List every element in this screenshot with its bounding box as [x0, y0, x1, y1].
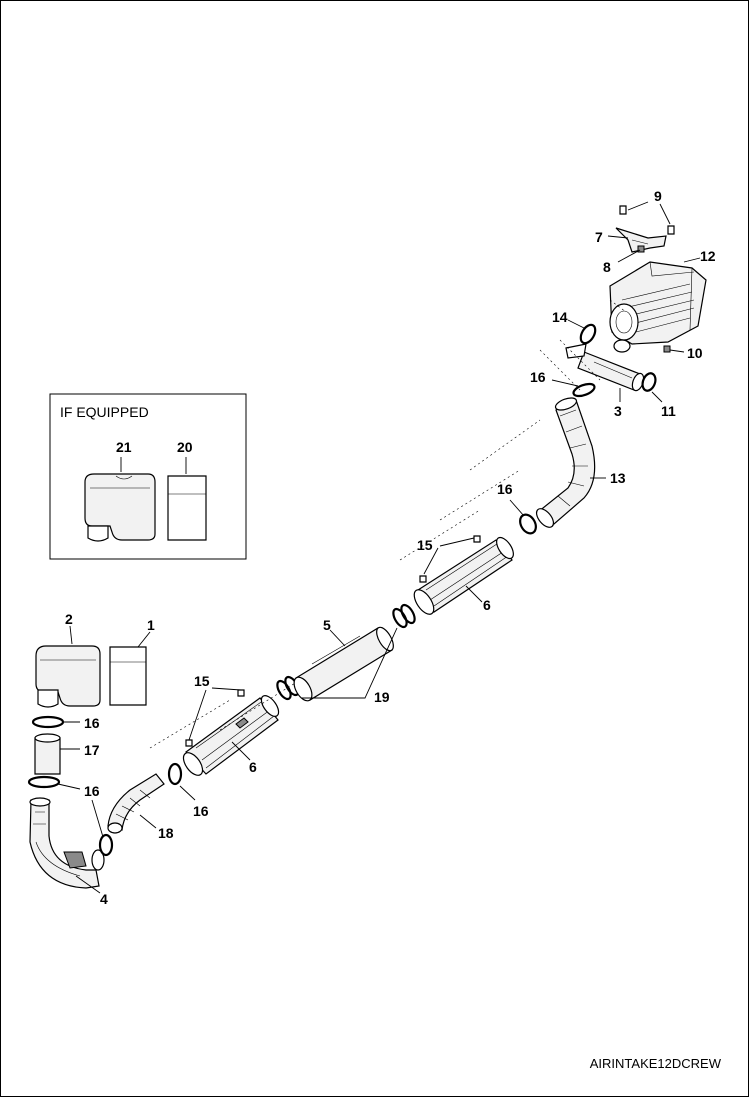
callout-15-a: 15 [194, 673, 210, 689]
part-2-air-cleaner-cover [35, 645, 101, 708]
nut-10 [663, 345, 671, 353]
screws-15-lower [185, 689, 245, 747]
callout-2: 2 [65, 611, 73, 627]
part-17-coupler [34, 733, 61, 775]
screws-15-upper [419, 535, 481, 583]
clamp-16-lower-left [27, 775, 61, 789]
callout-3: 3 [614, 403, 622, 419]
callout-18: 18 [158, 825, 174, 841]
part-3-outlet-tube [577, 351, 645, 392]
callout-16-c: 16 [193, 803, 209, 819]
callout-6-b: 6 [483, 597, 491, 613]
callout-12: 12 [700, 248, 716, 264]
clamp-11 [641, 372, 657, 392]
callout-13: 13 [610, 470, 626, 486]
clamp-19-upper [392, 603, 416, 629]
part-5-intake-tube [293, 626, 394, 702]
screws-9 [619, 205, 675, 235]
clamp-16-hose-lower [519, 513, 537, 535]
part-13-hose [535, 397, 596, 528]
part-1-filter-element [109, 646, 147, 706]
callout-20: 20 [177, 439, 193, 455]
callout-6-a: 6 [249, 759, 257, 775]
callout-16-a: 16 [84, 715, 100, 731]
callout-16-b: 16 [84, 783, 100, 799]
part-21-air-cleaner-cover [84, 473, 156, 542]
callout-4: 4 [100, 891, 108, 907]
clamp-16-elbow [98, 833, 114, 857]
callout-5: 5 [323, 617, 331, 633]
callout-7: 7 [595, 229, 603, 245]
callout-16-d: 16 [497, 481, 513, 497]
inset-title: IF EQUIPPED [60, 404, 149, 420]
part-12-air-cleaner-housing [609, 261, 707, 353]
part-4-elbow-tube [29, 797, 105, 889]
callout-15-b: 15 [417, 537, 433, 553]
clamp-16-upper-left [31, 715, 65, 729]
part-6-resonator-lower [182, 695, 280, 776]
part-20-filter-element [167, 475, 207, 541]
callout-17: 17 [84, 742, 100, 758]
callout-16-e: 16 [530, 369, 546, 385]
inset-if-equipped: IF EQUIPPED [49, 393, 247, 560]
part-7-bracket [615, 227, 667, 253]
callout-14: 14 [552, 309, 568, 325]
diagram-id: AIRINTAKE12DCREW [590, 1056, 722, 1071]
part-6-resonator-upper [413, 536, 514, 615]
callout-1: 1 [147, 617, 155, 633]
callout-21: 21 [116, 439, 132, 455]
callout-10: 10 [687, 345, 703, 361]
callout-8: 8 [603, 259, 611, 275]
callout-11: 11 [661, 403, 676, 419]
clamp-16-hose-upper [572, 382, 596, 398]
clamp-14 [579, 323, 597, 345]
callout-19: 19 [374, 689, 390, 705]
callout-9: 9 [654, 188, 662, 204]
clamp-16-mid [167, 762, 183, 786]
part-18-curved-hose [107, 773, 165, 834]
hose-adapter [565, 343, 587, 359]
